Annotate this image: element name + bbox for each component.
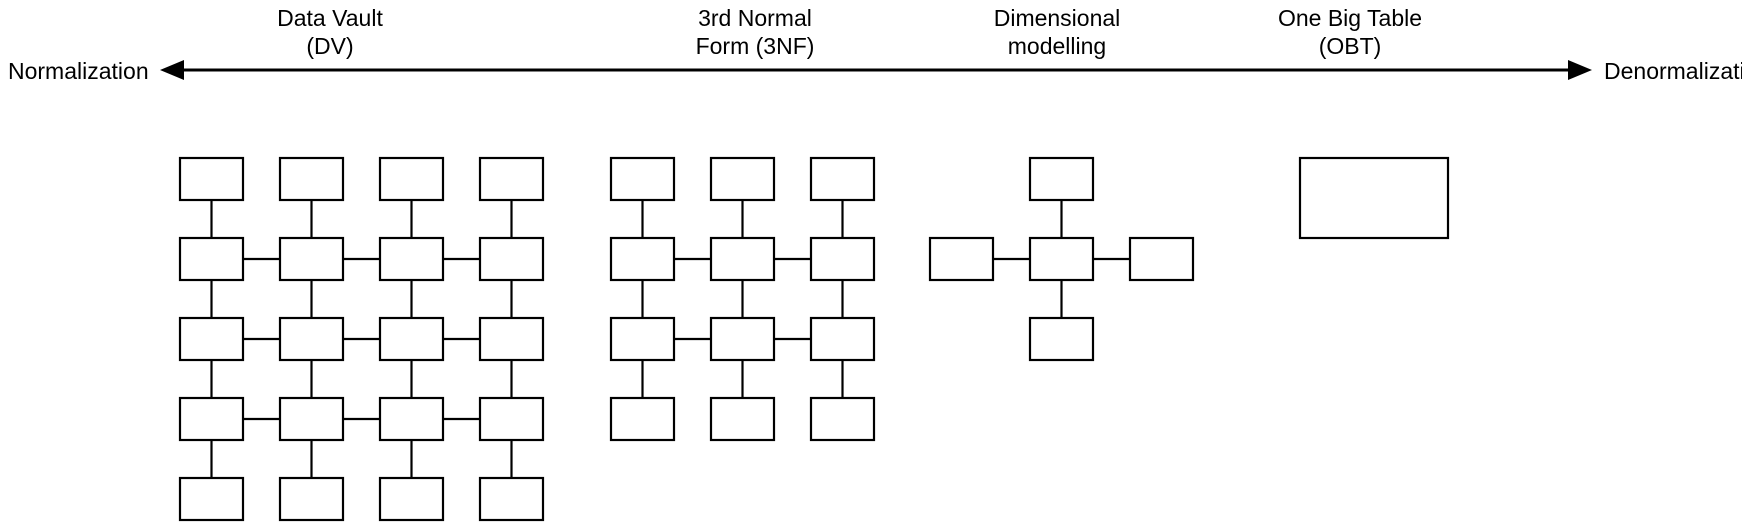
dimensional-modelling-node-bottom [1028, 316, 1095, 362]
data-vault-node [478, 476, 545, 522]
third-normal-form-node [809, 156, 876, 202]
third-normal-form-node [809, 316, 876, 362]
data-vault-node [178, 156, 245, 202]
axis-label-denormalization: Denormalization [1604, 58, 1742, 84]
dimensional-modelling-node-right [1128, 236, 1195, 282]
third-normal-form-node [609, 236, 676, 282]
data-vault-node [178, 476, 245, 522]
data-vault-node [378, 236, 445, 282]
dimensional-modelling-node-hub [1028, 236, 1095, 282]
stage-title-dimensional-modelling: Dimensional modelling [993, 5, 1121, 59]
axis-label-normalization: Normalization [8, 58, 149, 84]
dimensional-modelling-node-top [1028, 156, 1095, 202]
data-vault-node [378, 316, 445, 362]
data-vault-node [478, 156, 545, 202]
third-normal-form-node [709, 156, 776, 202]
data-vault-node [378, 476, 445, 522]
third-normal-form-node [709, 396, 776, 442]
third-normal-form-node [609, 396, 676, 442]
stage-title-data-vault: Data Vault (DV) [277, 5, 383, 59]
data-vault-node [178, 396, 245, 442]
data-vault-node [378, 396, 445, 442]
dimensional-modelling-node-left [928, 236, 995, 282]
third-normal-form-node [709, 316, 776, 362]
third-normal-form-node [609, 316, 676, 362]
data-vault-node [278, 396, 345, 442]
third-normal-form-node [809, 236, 876, 282]
stage-title-one-big-table: One Big Table (OBT) [1277, 5, 1423, 59]
third-normal-form-node [609, 156, 676, 202]
third-normal-form-node [709, 236, 776, 282]
data-vault-node [478, 316, 545, 362]
spectrum-double-arrow-icon [160, 60, 1592, 80]
stage-title-third-normal-form: 3rd Normal Form (3NF) [695, 5, 815, 59]
data-vault-node [278, 476, 345, 522]
data-vault-node [378, 156, 445, 202]
one-big-table-node [1298, 156, 1450, 240]
data-vault-node [278, 316, 345, 362]
third-normal-form-node [809, 396, 876, 442]
data-vault-node [478, 396, 545, 442]
data-vault-node [178, 316, 245, 362]
data-vault-node [278, 236, 345, 282]
data-vault-node [178, 236, 245, 282]
data-vault-node [478, 236, 545, 282]
data-vault-node [278, 156, 345, 202]
